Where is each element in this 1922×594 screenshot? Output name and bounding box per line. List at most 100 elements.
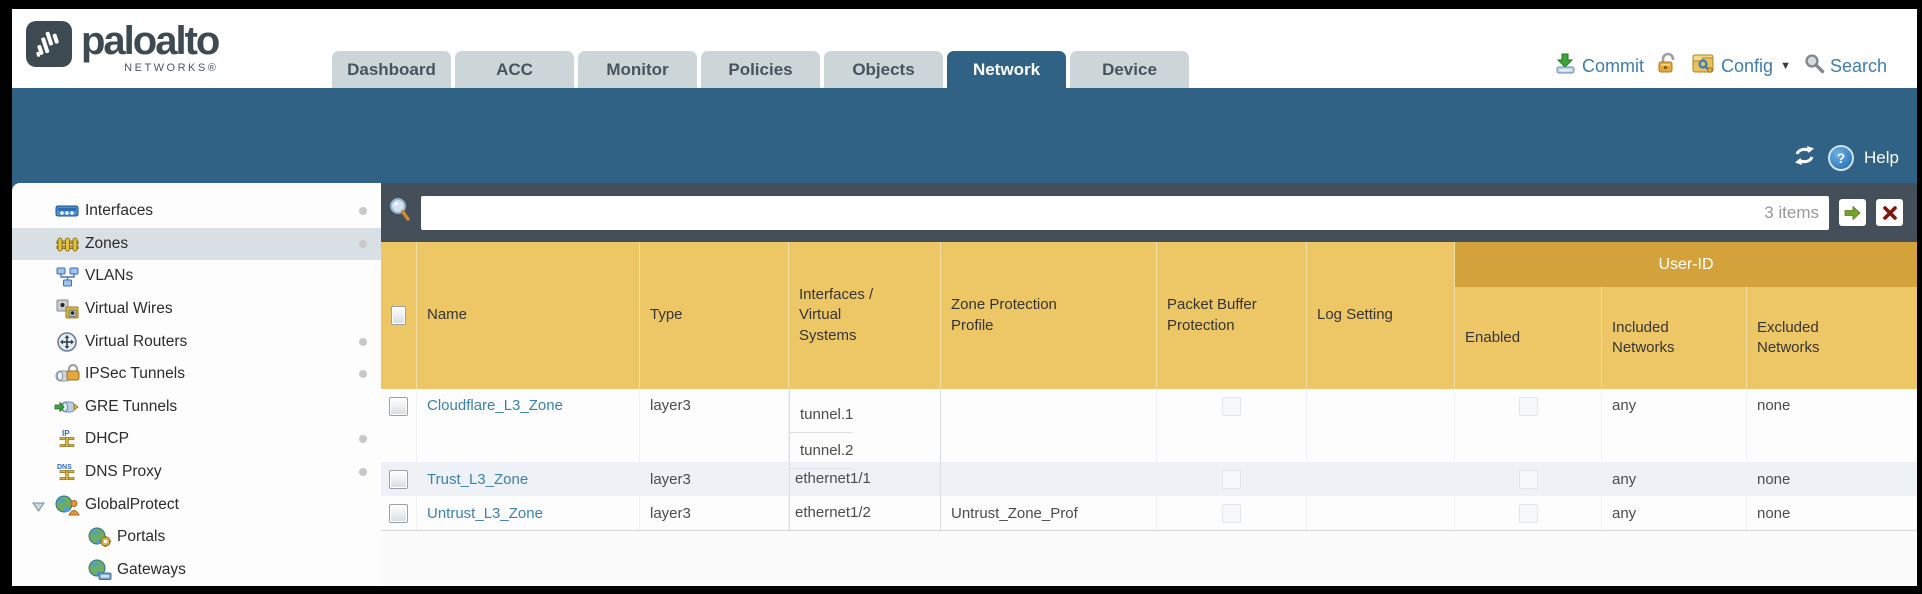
select-all-checkbox[interactable] <box>391 306 406 325</box>
log-setting-cell <box>1307 462 1455 496</box>
sidebar-item-globalprotect[interactable]: GlobalProtect <box>12 488 381 521</box>
zone-type-cell: layer3 <box>640 389 789 462</box>
packet-buffer-protection-cell <box>1157 496 1307 530</box>
filter-bar: 3 items <box>381 183 1917 242</box>
packet-buffer-protection-cell <box>1157 462 1307 496</box>
sidebar-label: DHCP <box>85 430 129 448</box>
packet-buffer-checkbox[interactable] <box>1222 469 1241 489</box>
zone-name-cell: Cloudflare_L3_Zone <box>417 389 640 462</box>
log-setting-cell <box>1307 389 1455 462</box>
config-menu-button[interactable]: Config ▼ <box>1691 52 1791 80</box>
tab-dashboard[interactable]: Dashboard <box>332 51 451 88</box>
status-dot <box>359 207 367 216</box>
column-header-included-networks[interactable]: Included Networks <box>1602 287 1747 389</box>
row-checkbox[interactable] <box>389 469 408 489</box>
filter-search-icon <box>387 197 411 228</box>
zone-interfaces-cell: tunnel.1 tunnel.2 <box>789 389 941 469</box>
sidebar-item-virtual-routers[interactable]: Virtual Routers <box>12 325 381 358</box>
column-header-zone-protection-profile[interactable]: Zone Protection Profile <box>941 242 1157 389</box>
column-header-name[interactable]: Name <box>417 242 640 389</box>
user-id-group-header: User-ID <box>1455 242 1917 287</box>
sidebar-item-gre-tunnels[interactable]: GRE Tunnels <box>12 391 381 424</box>
expand-caret-icon[interactable] <box>32 499 45 517</box>
virtual-wires-icon <box>54 298 81 320</box>
user-id-group: User-ID Enabled Included Networks Exclud… <box>1455 242 1917 389</box>
packet-buffer-checkbox[interactable] <box>1222 503 1241 523</box>
commit-label: Commit <box>1582 55 1645 76</box>
zone-name-cell: Untrust_L3_Zone <box>417 496 640 530</box>
paloalto-logo: paloalto NETWORKS® <box>26 21 220 74</box>
sidebar-label: VLANs <box>85 267 134 285</box>
zone-name-link[interactable]: Untrust_L3_Zone <box>427 504 543 522</box>
commit-icon <box>1554 52 1577 80</box>
sidebar-item-dhcp[interactable]: IP DHCP <box>12 423 381 456</box>
lock-icon[interactable] <box>1657 52 1678 80</box>
sidebar-label: Virtual Wires <box>85 300 173 318</box>
vlans-icon <box>54 265 81 287</box>
sidebar-item-zones[interactable]: Zones <box>12 227 381 261</box>
status-dot <box>359 435 367 444</box>
sidebar-label: DNS Proxy <box>85 463 162 481</box>
excluded-networks-cell: none <box>1747 462 1917 496</box>
zone-name-link[interactable]: Trust_L3_Zone <box>427 470 529 488</box>
dhcp-icon: IP <box>54 428 81 450</box>
top-header: paloalto NETWORKS® Dashboard ACC Monitor… <box>12 9 1917 88</box>
tab-acc[interactable]: ACC <box>455 51 574 88</box>
ipsec-tunnels-icon <box>54 363 81 385</box>
sidebar-item-vlans[interactable]: VLANs <box>12 260 381 293</box>
zone-protection-profile-cell <box>941 389 1157 462</box>
content-area: 3 items <box>381 183 1917 586</box>
status-dot <box>359 337 367 346</box>
enabled-checkbox[interactable] <box>1518 503 1538 523</box>
paloalto-logo-icon <box>26 21 72 67</box>
table-row: Trust_L3_Zone layer3 ethernet1/1 any non… <box>381 462 1917 496</box>
clear-filter-button[interactable] <box>1876 199 1903 226</box>
table-header: Name Type Interfaces / Virtual Systems Z… <box>381 242 1917 389</box>
tab-policies[interactable]: Policies <box>701 51 820 88</box>
row-checkbox[interactable] <box>389 503 408 523</box>
column-header-type[interactable]: Type <box>640 242 789 389</box>
row-select-cell <box>381 389 417 462</box>
help-icon[interactable]: ? <box>1828 145 1855 171</box>
column-header-interfaces[interactable]: Interfaces / Virtual Systems <box>789 242 941 389</box>
zone-interfaces-cell: ethernet1/1 <box>789 462 941 496</box>
tab-objects[interactable]: Objects <box>824 51 943 88</box>
row-select-cell <box>381 496 417 530</box>
sidebar-label: Portals <box>117 528 166 546</box>
search-button[interactable]: Search <box>1804 53 1887 79</box>
tab-monitor[interactable]: Monitor <box>578 51 697 88</box>
sidebar-item-dns-proxy[interactable]: DNS DNS Proxy <box>12 456 381 489</box>
sidebar-label: Gateways <box>117 560 186 578</box>
zone-type-cell: layer3 <box>640 496 789 530</box>
sidebar-item-ipsec-tunnels[interactable]: IPSec Tunnels <box>12 358 381 391</box>
teal-banner: ? Help <box>12 88 1917 183</box>
filter-input[interactable] <box>421 195 1829 230</box>
column-header-log-setting[interactable]: Log Setting <box>1307 242 1455 389</box>
sidebar-item-portals[interactable]: Portals <box>12 521 381 554</box>
user-id-enabled-cell <box>1455 496 1602 530</box>
apply-filter-button[interactable] <box>1839 199 1866 226</box>
column-header-excluded-networks[interactable]: Excluded Networks <box>1757 318 1820 356</box>
row-checkbox[interactable] <box>389 397 408 416</box>
sidebar-item-gateways[interactable]: Gateways <box>12 554 381 586</box>
enabled-checkbox[interactable] <box>1518 397 1538 416</box>
column-header-packet-buffer-protection[interactable]: Packet Buffer Protection <box>1157 242 1307 389</box>
tab-network[interactable]: Network <box>947 51 1066 88</box>
zone-interfaces-cell: ethernet1/2 <box>789 496 941 530</box>
zone-protection-profile-cell: Untrust_Zone_Prof <box>941 496 1157 530</box>
zone-name-link[interactable]: Cloudflare_L3_Zone <box>427 397 563 414</box>
packet-buffer-checkbox[interactable] <box>1222 397 1241 416</box>
logo-networks-text: NETWORKS® <box>124 62 219 74</box>
tab-device[interactable]: Device <box>1070 51 1189 88</box>
commit-button[interactable]: Commit <box>1554 52 1644 80</box>
enabled-checkbox[interactable] <box>1518 469 1538 489</box>
refresh-icon[interactable] <box>1791 144 1818 172</box>
red-x-icon <box>1882 205 1897 220</box>
sidebar-item-virtual-wires[interactable]: Virtual Wires <box>12 293 381 326</box>
column-header-enabled[interactable]: Enabled <box>1455 287 1602 389</box>
svg-text:IP: IP <box>62 429 70 438</box>
config-label: Config <box>1721 55 1774 76</box>
table-row: Cloudflare_L3_Zone layer3 tunnel.1 tunne… <box>381 389 1917 469</box>
sidebar-item-interfaces[interactable]: Interfaces <box>12 195 381 228</box>
config-icon <box>1691 52 1716 80</box>
